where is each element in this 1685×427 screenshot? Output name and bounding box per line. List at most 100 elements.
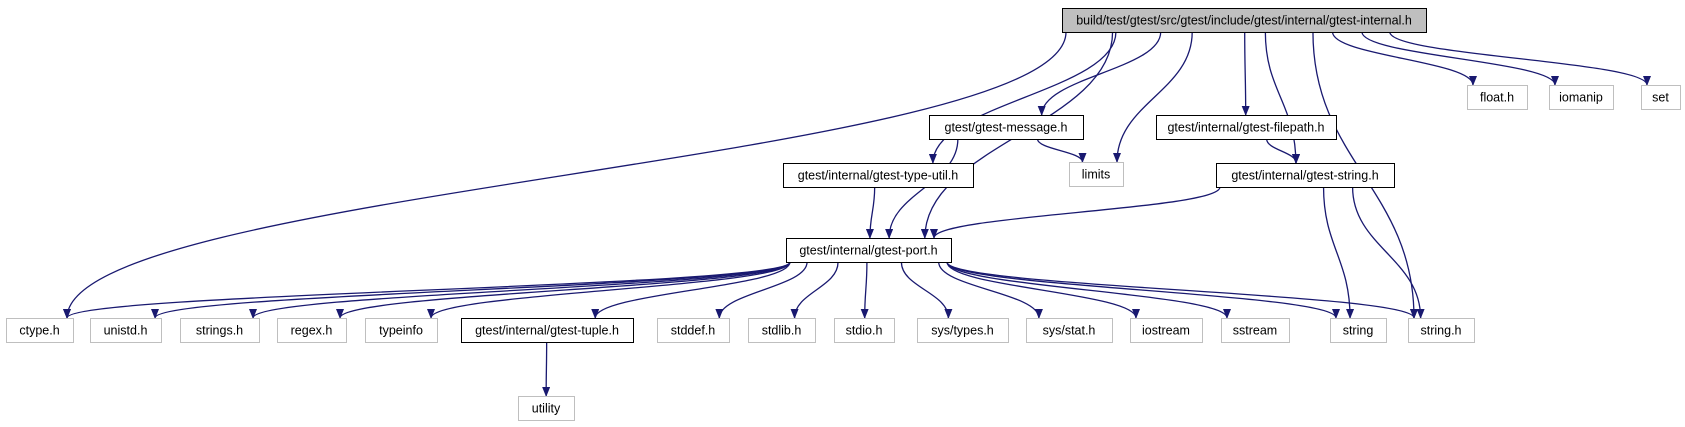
node-box-tuple xyxy=(461,318,634,343)
node-box-float xyxy=(1467,85,1528,110)
node-stringh: string.h xyxy=(1408,318,1475,343)
node-box-stddef xyxy=(657,318,730,343)
edge-root-to-typeutil xyxy=(928,31,1117,164)
node-label-stdlib: stdlib.h xyxy=(762,324,802,338)
node-box-typeutil xyxy=(783,163,974,188)
node-label-gstring: gtest/internal/gtest-string.h xyxy=(1231,169,1378,183)
node-tuple[interactable]: gtest/internal/gtest-tuple.h xyxy=(461,318,634,343)
node-label-sysstat: sys/stat.h xyxy=(1043,324,1096,338)
node-iomanip: iomanip xyxy=(1549,85,1614,110)
edge-port-to-ctype xyxy=(63,261,791,319)
node-label-stdio: stdio.h xyxy=(846,324,883,338)
node-box-string xyxy=(1330,318,1387,343)
edge-typeutil-to-port xyxy=(865,186,876,239)
node-label-filepath: gtest/internal/gtest-filepath.h xyxy=(1167,121,1324,135)
node-box-utility xyxy=(518,396,575,421)
node-box-strings xyxy=(180,318,260,343)
edge-root-to-filepath xyxy=(1241,31,1250,116)
node-label-typeutil: gtest/internal/gtest-type-util.h xyxy=(798,169,959,183)
edge-message-to-limits xyxy=(1036,138,1087,163)
node-message[interactable]: gtest/gtest-message.h xyxy=(929,115,1084,140)
node-box-set xyxy=(1641,85,1681,110)
node-box-message xyxy=(929,115,1084,140)
edge-port-to-typeinfo xyxy=(427,261,791,319)
node-label-utility: utility xyxy=(532,402,561,416)
node-label-iomanip: iomanip xyxy=(1559,91,1603,105)
node-label-regex: regex.h xyxy=(291,324,333,338)
node-box-filepath xyxy=(1156,115,1337,140)
node-stdio: stdio.h xyxy=(834,318,895,343)
node-sstream: sstream xyxy=(1221,318,1290,343)
edge-port-to-sysstat xyxy=(938,261,1043,319)
node-float: float.h xyxy=(1467,85,1528,110)
node-label-typeinfo: typeinfo xyxy=(379,324,423,338)
node-port[interactable]: gtest/internal/gtest-port.h xyxy=(786,238,952,263)
edge-root-to-float xyxy=(1331,31,1477,86)
edge-gstring-to-port xyxy=(930,186,1221,239)
node-box-gstring xyxy=(1216,163,1395,188)
node-systypes: sys/types.h xyxy=(917,318,1009,343)
node-label-sstream: sstream xyxy=(1233,324,1277,338)
edge-root-to-iomanip xyxy=(1361,31,1559,86)
node-ctype: ctype.h xyxy=(6,318,74,343)
node-box-iomanip xyxy=(1549,85,1614,110)
node-sysstat: sys/stat.h xyxy=(1026,318,1113,343)
node-label-stddef: stddef.h xyxy=(671,324,716,338)
edge-port-to-unistd xyxy=(151,261,791,319)
node-root[interactable]: build/test/gtest/src/gtest/include/gtest… xyxy=(1062,8,1427,33)
edge-root-to-gstring xyxy=(1264,31,1300,164)
node-gstring[interactable]: gtest/internal/gtest-string.h xyxy=(1216,163,1395,188)
node-label-iostream: iostream xyxy=(1142,324,1190,338)
edge-port-to-stringh xyxy=(946,261,1418,319)
node-label-port: gtest/internal/gtest-port.h xyxy=(799,244,937,258)
edge-root-to-ctype xyxy=(63,31,1067,319)
edge-gstring-to-stringh xyxy=(1351,186,1425,319)
node-label-strings: strings.h xyxy=(196,324,243,338)
edge-port-to-systypes xyxy=(900,261,953,319)
node-stddef: stddef.h xyxy=(657,318,730,343)
node-regex: regex.h xyxy=(277,318,347,343)
node-stdlib: stdlib.h xyxy=(748,318,816,343)
node-box-systypes xyxy=(917,318,1009,343)
node-set: set xyxy=(1641,85,1681,110)
node-label-float: float.h xyxy=(1480,91,1514,105)
node-label-tuple: gtest/internal/gtest-tuple.h xyxy=(475,324,619,338)
node-string: string xyxy=(1330,318,1387,343)
node-label-set: set xyxy=(1652,91,1669,105)
edge-tuple-to-utility xyxy=(542,341,551,397)
node-label-message: gtest/gtest-message.h xyxy=(945,121,1068,135)
edge-port-to-regex xyxy=(336,261,791,319)
node-box-port xyxy=(786,238,952,263)
node-filepath[interactable]: gtest/internal/gtest-filepath.h xyxy=(1156,115,1337,140)
node-typeutil[interactable]: gtest/internal/gtest-type-util.h xyxy=(783,163,974,188)
edge-root-to-set xyxy=(1389,31,1651,86)
node-box-sstream xyxy=(1221,318,1290,343)
edge-message-to-port xyxy=(885,138,959,239)
node-utility: utility xyxy=(518,396,575,421)
edge-port-to-strings xyxy=(249,261,791,319)
node-box-sysstat xyxy=(1026,318,1113,343)
node-label-stringh: string.h xyxy=(1421,324,1462,338)
edge-gstring-to-string xyxy=(1322,186,1355,319)
node-box-stringh xyxy=(1408,318,1475,343)
edge-port-to-string xyxy=(946,261,1340,319)
header-nodes: build/test/gtest/src/gtest/include/gtest… xyxy=(6,8,1681,421)
node-label-systypes: sys/types.h xyxy=(931,324,994,338)
node-box-limits xyxy=(1069,162,1124,187)
node-unistd: unistd.h xyxy=(90,318,162,343)
node-box-stdlib xyxy=(748,318,816,343)
node-box-iostream xyxy=(1130,318,1203,343)
edge-port-to-tuple xyxy=(591,261,791,319)
node-strings: strings.h xyxy=(180,318,260,343)
node-box-typeinfo xyxy=(365,318,438,343)
node-box-regex xyxy=(277,318,347,343)
node-box-root xyxy=(1062,8,1427,33)
edge-port-to-stddef xyxy=(715,261,808,319)
edge-port-to-sstream xyxy=(946,261,1231,319)
edge-port-to-iostream xyxy=(946,261,1140,319)
edge-filepath-to-gstring xyxy=(1266,138,1301,164)
node-label-limits: limits xyxy=(1082,168,1110,182)
node-label-ctype: ctype.h xyxy=(19,324,59,338)
node-box-stdio xyxy=(834,318,895,343)
